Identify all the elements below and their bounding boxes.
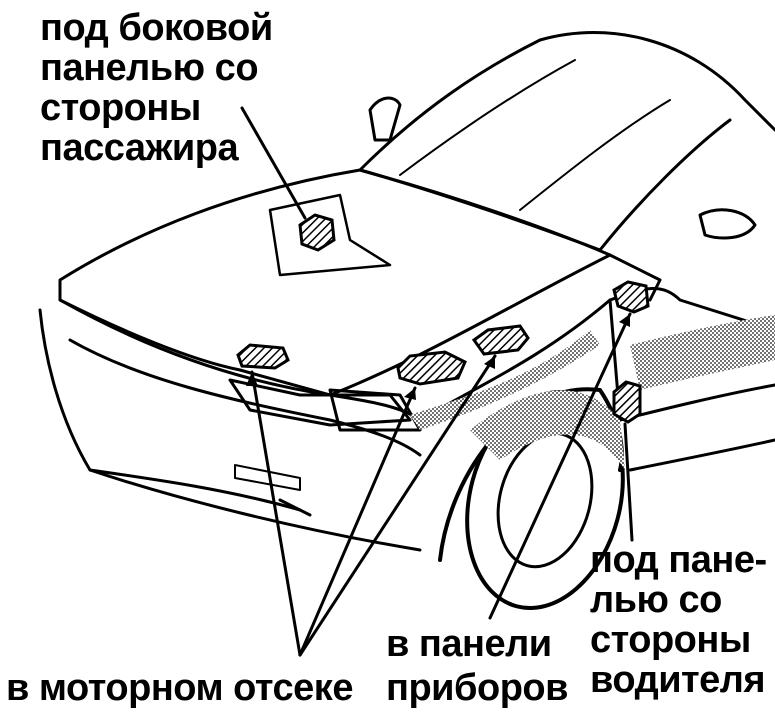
marker-engine-3 (471, 324, 530, 356)
fender (418, 286, 775, 422)
leader-instrument (488, 312, 632, 620)
mirror-right (698, 208, 757, 240)
marker-instrument-panel (612, 280, 650, 314)
front-bumper (38, 308, 422, 552)
mirror-left (368, 96, 402, 142)
label-line: пассажира (40, 127, 239, 169)
label-line: стороны (590, 619, 751, 661)
marker-passenger-panel (298, 213, 336, 252)
label-engine-bay: в моторном отсеке (6, 667, 353, 709)
label-line: лью со (590, 579, 722, 621)
label-instrument-panel-line1: в панели (386, 623, 552, 665)
label-instrument-panel-line2: приборов (386, 667, 569, 709)
label-passenger-side: под боковой панелью со стороны пассажира (40, 8, 273, 168)
marker-engine-1 (236, 343, 290, 370)
leader-engine-3 (298, 354, 497, 657)
marker-driver-panel (612, 380, 642, 424)
leader-engine-2 (298, 386, 417, 657)
label-line: под пане- (590, 539, 767, 581)
leader-driver (623, 422, 634, 542)
leader-passenger (240, 106, 307, 220)
label-driver-side: под пане- лью со стороны водителя (590, 540, 767, 700)
leader-engine-1 (250, 370, 302, 657)
label-line: под боковой (40, 7, 273, 49)
label-line: стороны (40, 87, 201, 129)
grille (228, 378, 412, 427)
windshield-outline (358, 31, 775, 172)
label-line: панелью со (40, 47, 259, 89)
marker-engine-2 (396, 350, 467, 386)
label-line: водителя (590, 659, 766, 701)
